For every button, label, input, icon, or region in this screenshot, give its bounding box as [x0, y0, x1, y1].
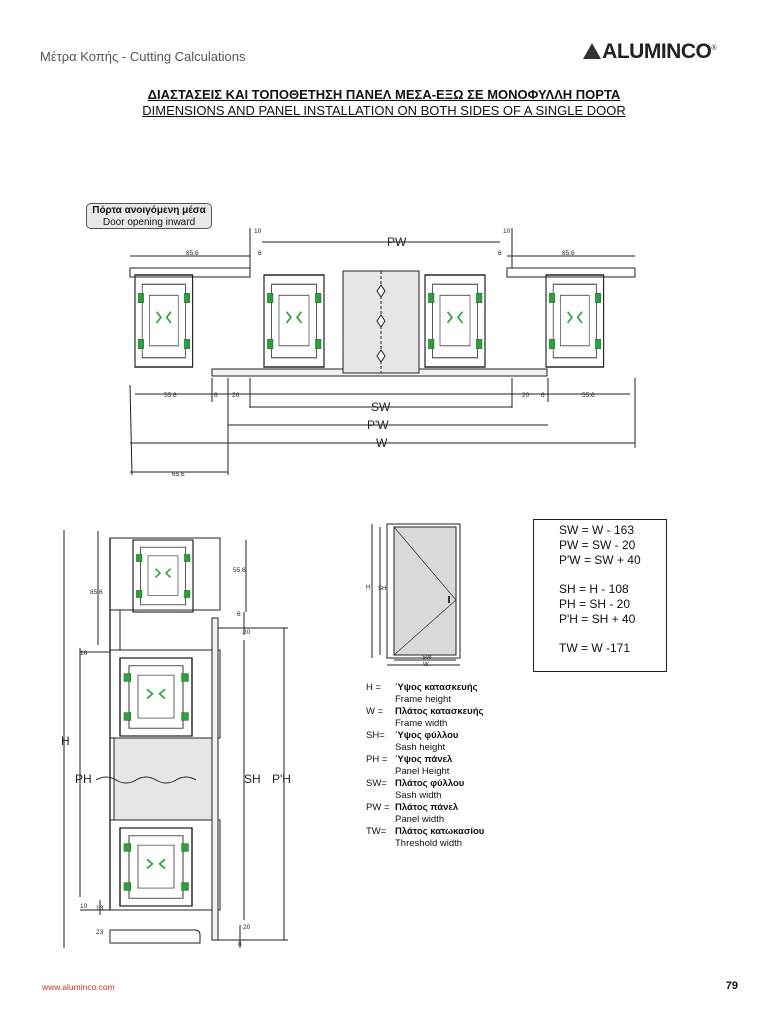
legend-english: Sash width [395, 790, 442, 801]
legend-english: Panel width [395, 814, 445, 825]
tag-greek: Πόρτα ανοιγόμενη μέσα [92, 205, 206, 216]
legend-english: Threshold width [395, 838, 463, 849]
legend-greek: Πλάτος κατασκευής [395, 706, 484, 717]
label-ph-prime: P'H [272, 772, 291, 786]
dim-85-left: 85.6 [186, 250, 199, 257]
legend-row: PW = Πλάτος πάνελ [366, 802, 484, 814]
label-sw: SW [371, 400, 391, 414]
footer-url[interactable]: www.aluminco.com [42, 982, 115, 992]
sec-dim-13: 13 [96, 905, 104, 912]
legend-key: SH= [366, 730, 385, 741]
legend-key: PH = [366, 754, 388, 765]
legend-english: Frame height [395, 694, 451, 705]
page-title-greek: ΔΙΑΣΤΑΣΕΙΣ ΚΑΙ ΤΟΠΟΘΕΤΗΣΗ ΠΑΝΕΛ ΜΕΣΑ-ΕΞΩ… [147, 87, 621, 102]
dim-65: 65.6 [172, 471, 185, 478]
dim-10-left: 10 [254, 228, 262, 235]
label-h: H [61, 734, 70, 748]
brand-name: ALUMINCO [602, 40, 712, 63]
legend-greek: Ύψος φύλλου [395, 730, 459, 741]
sec-dim-20: 20 [243, 629, 251, 636]
legend-row: TW= Πλάτος κατωκασίου [366, 826, 484, 838]
legend-greek: Ύψος κατασκευής [395, 682, 478, 693]
legend-greek: Ύψος πάνελ [395, 754, 453, 765]
formula-line: PW = SW - 20 [559, 537, 636, 552]
dim-6-right: 6 [498, 250, 502, 257]
dim-20-left: 20 [232, 392, 240, 399]
sec-dim-6: 6 [237, 611, 241, 618]
legend-english: Panel Height [395, 766, 450, 777]
legend-row: SH= Ύψος φύλλου [366, 730, 484, 742]
formula-gap [559, 567, 666, 582]
label-sh: SH [244, 772, 261, 786]
formula-line: SW = W - 163 [559, 523, 635, 537]
formula-line: PH = SH - 20 [559, 596, 631, 611]
formula-line: P'H = SH + 40 [559, 611, 636, 626]
legend-key: TW= [366, 826, 387, 837]
dim-10-right: 10 [503, 228, 511, 235]
brand-logo: ALUMINCO® [583, 40, 716, 64]
legend-english: Frame width [395, 718, 448, 729]
label-w: W [376, 436, 388, 450]
legend-row: PH = Ύψος πάνελ [366, 754, 484, 766]
legend-key: H = [366, 682, 382, 693]
door-opening-tag: Πόρτα ανοιγόμενη μέσα Door opening inwar… [86, 203, 212, 229]
sec-dim-55: 55.6 [233, 567, 246, 574]
logo-triangle-icon [583, 43, 602, 59]
dim-6-left: 6 [258, 250, 262, 257]
legend-key: PW = [366, 802, 390, 813]
dim-20-right: 20 [522, 392, 530, 399]
legend-greek: Πλάτος πάνελ [395, 802, 459, 813]
brand-mark: ® [711, 45, 716, 52]
formula-line: P'W = SW + 40 [559, 552, 641, 567]
sketch-h: H [366, 585, 370, 591]
legend-key: W = [366, 706, 384, 717]
tag-english: Door opening inward [102, 217, 196, 228]
sec-dim-10: 10 [80, 650, 88, 657]
legend-key: SW= [366, 778, 387, 789]
legend-english: Sash height [395, 742, 446, 753]
formula-line: SH = H - 108 [559, 582, 629, 597]
label-ph: PH [75, 772, 92, 786]
page-number: 79 [725, 980, 738, 992]
legend-row: W = Πλάτος κατασκευής [366, 706, 484, 718]
legend-greek: Πλάτος φύλλου [395, 778, 465, 789]
sec-dim-85: 85.6 [90, 589, 103, 596]
label-pw-prime: P'W [367, 418, 389, 432]
sec-dim-8: 8 [238, 941, 242, 948]
legend-greek: Πλάτος κατωκασίου [395, 826, 485, 837]
header-subtitle: Μέτρα Κοπής - Cutting Calculations [40, 49, 246, 64]
dim-85-right: 85.6 [562, 250, 575, 257]
formula-line: TW = W -171 [559, 641, 631, 656]
sketch-w: W [423, 662, 429, 668]
sec-dim-10b: 10 [80, 903, 88, 910]
sec-dim-23: 23 [96, 929, 104, 936]
dim-6-bottom-left: 6 [214, 392, 218, 399]
page-title-english: DIMENSIONS AND PANEL INSTALLATION ON BOT… [142, 103, 626, 118]
dim-55-right: 55.6 [582, 392, 595, 399]
dim-55-left: 55.6 [164, 392, 177, 399]
dim-6-bottom-right: 6 [541, 392, 545, 399]
formula-gap [559, 627, 666, 642]
legend-row: SW= Πλάτος φύλλου [366, 778, 484, 790]
sec-dim-20b: 20 [243, 924, 251, 931]
label-pw: PW [387, 235, 407, 249]
sketch-sh: SH [378, 586, 386, 592]
sketch-sw: SW [422, 655, 432, 661]
legend-row: H = Ύψος κατασκευής [366, 682, 484, 694]
